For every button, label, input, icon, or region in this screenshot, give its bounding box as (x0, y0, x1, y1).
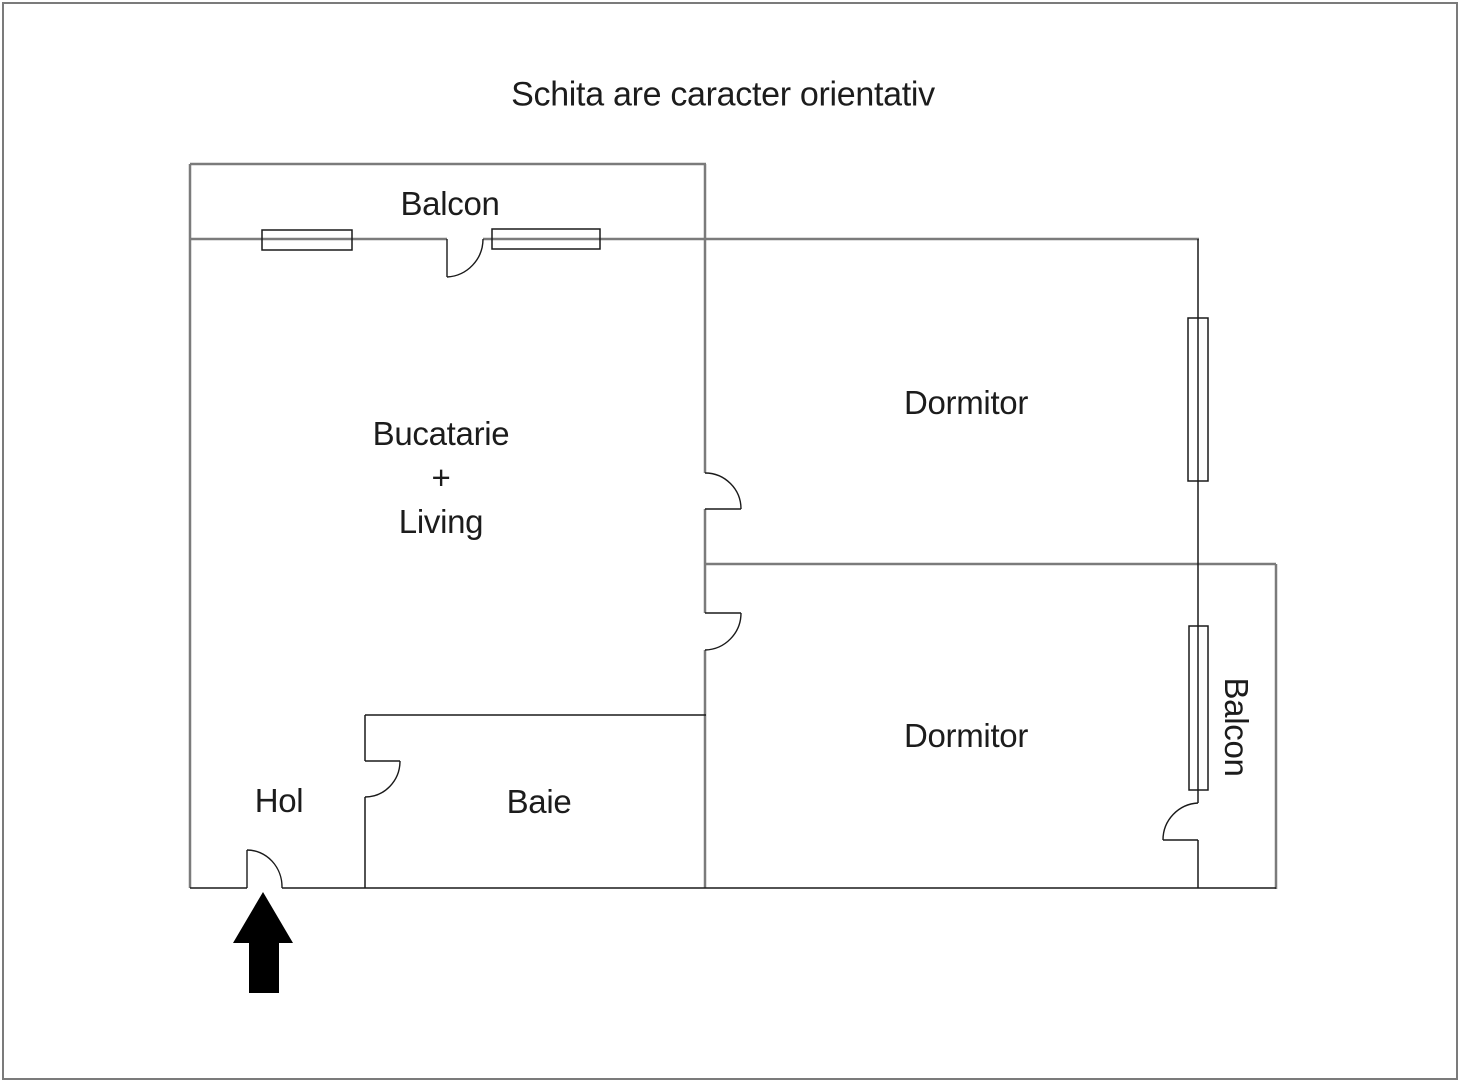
door-swing-arc (364, 760, 401, 798)
window-dormitor-top (1187, 317, 1209, 482)
walls-outer (188, 162, 1278, 889)
door-swing-arc (1162, 802, 1199, 841)
windows (261, 228, 1209, 791)
room-label-baie: Baie (506, 782, 572, 820)
door-balcony (446, 238, 484, 278)
window-balcony-right (491, 228, 601, 250)
entrance-arrow-icon (233, 892, 293, 993)
room-label-line: Living (398, 503, 484, 540)
door-balcon-right (1162, 802, 1199, 841)
doors (246, 238, 1199, 889)
page-title: Schita are caracter orientativ (511, 75, 935, 114)
room-label-line: Bucatarie (372, 415, 510, 452)
walls-interior (190, 239, 1276, 889)
door-baie (364, 760, 401, 798)
door-swing-arc (704, 612, 742, 651)
door-dormitor-top (704, 472, 742, 510)
room-label-line: + (431, 459, 451, 496)
room-label-hol: Hol (254, 781, 304, 819)
window-dormitor-bottom (1188, 625, 1209, 791)
door-swing-arc (704, 472, 742, 510)
door-swing-arc (446, 238, 484, 278)
room-label-kitchen-living: Bucatarie + Living (373, 412, 510, 544)
room-label-balcon-top: Balcon (400, 184, 500, 222)
room-label-dormitor-top: Dormitor (903, 383, 1029, 421)
room-label-balcon-right: Balcon (1218, 677, 1256, 777)
door-swing-arc (246, 849, 283, 889)
door-entrance (246, 849, 283, 889)
window-balcony-left (261, 229, 353, 251)
door-dormitor-bottom (704, 612, 742, 651)
room-label-dormitor-bottom: Dormitor (903, 716, 1029, 754)
